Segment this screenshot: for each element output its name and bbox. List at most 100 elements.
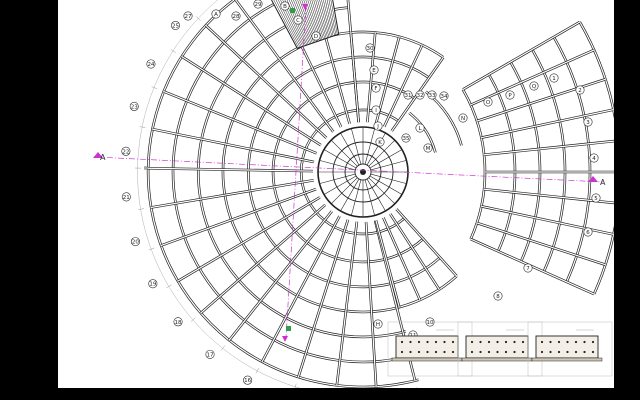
grid-bubble: 4 — [589, 153, 599, 163]
section-arrow-top — [302, 4, 308, 10]
detail-rebar — [470, 340, 474, 344]
detail-rebar — [540, 350, 544, 354]
grid-bubble: 30 — [365, 43, 375, 53]
grid-bubble-label: 18 — [175, 320, 182, 326]
detail-section — [457, 321, 543, 377]
grid-bubble-label: 30 — [367, 46, 374, 52]
hatch-line — [321, 0, 331, 38]
grid-bubble-label: 23 — [131, 104, 138, 110]
dim-tick — [166, 284, 172, 288]
drawing-sheet: 27A2829BCD30EFG2625242322212019181716151… — [58, 0, 614, 388]
detail-rebar — [496, 350, 499, 354]
detail-rebar — [513, 340, 516, 344]
hatch-line — [319, 0, 330, 38]
detail-rebar — [574, 340, 578, 344]
grid-bubble-circle — [183, 11, 193, 21]
grid-bubble-circle — [591, 193, 601, 203]
dim-tick — [294, 383, 297, 388]
left-arc — [171, 0, 413, 364]
grid-bubble-label: L — [418, 126, 422, 132]
grid-bubble: C — [293, 15, 303, 25]
hatch-line — [330, 0, 338, 35]
grid-bubble: 22 — [121, 146, 131, 156]
left-radial-beam-inner — [150, 179, 314, 209]
grid-bubble-label: Q — [532, 84, 537, 90]
grid-bubble: 21 — [121, 192, 131, 202]
grid-bubble: 8 — [493, 291, 503, 301]
grid-bubble-label: I — [375, 108, 377, 114]
section-label-a-right: A — [600, 178, 606, 187]
grid-bubble-circle — [371, 83, 381, 93]
grid-bubble-label: 22 — [122, 149, 129, 155]
upper-radial-beam-inner — [383, 44, 423, 127]
detail-rebar — [557, 350, 561, 354]
grid-bubble-label: O — [486, 100, 491, 106]
detail-footing — [531, 357, 603, 362]
section-line-a — [95, 156, 604, 183]
hatch-line — [309, 0, 323, 40]
detail-rebar — [504, 350, 508, 354]
dimension-lines — [135, 0, 418, 388]
grid-bubble-circle — [369, 65, 379, 75]
hatch-line — [295, 0, 313, 44]
grid-bubble-circle — [146, 59, 156, 69]
beam-grid — [144, 0, 614, 388]
grid-bubble-circle — [253, 0, 263, 9]
detail-rebar — [479, 350, 482, 354]
detail-rebar — [521, 340, 525, 344]
detail-rebar — [566, 350, 569, 354]
grid-bubble: 6 — [583, 227, 593, 237]
grid-bubble: F — [371, 83, 381, 93]
left-radial-beam-inner — [152, 128, 315, 163]
left-radial-beam-inner — [200, 204, 326, 314]
dim-tick — [190, 317, 196, 322]
detail-sections — [387, 321, 613, 377]
center-spoke — [364, 179, 375, 216]
section-lines — [93, 4, 604, 342]
detail-rebar — [583, 340, 586, 344]
grid-bubble-label: 29 — [255, 2, 262, 8]
center-spoke — [351, 179, 362, 216]
left-radial-beam-inner — [228, 210, 333, 341]
grid-bubble-circle — [205, 349, 215, 359]
grid-bubble-label: 17 — [207, 352, 214, 358]
grid-bubble: 25 — [170, 20, 180, 30]
lower-radial-beam-inner — [375, 220, 400, 308]
grid-bubble-circle — [121, 146, 131, 156]
lower-radial-beam-inner — [389, 213, 440, 290]
grid-bubble-label: M — [426, 146, 431, 152]
right-arc-inner — [553, 36, 591, 283]
lower-arc-inner — [386, 238, 424, 260]
grid-bubble-label: 6 — [586, 230, 590, 236]
detail-rebar — [426, 340, 429, 344]
detail-rebar — [417, 340, 421, 344]
hatch-line — [307, 0, 321, 41]
grid-bubble-label: J — [376, 124, 379, 130]
grid-bubble-label: 5 — [594, 196, 598, 202]
grid-bubble-circle — [130, 237, 140, 247]
hatch-line — [275, 0, 301, 48]
grid-bubble-label: 34 — [441, 94, 448, 100]
grid-bubble: 23 — [129, 101, 139, 111]
grid-bubble-label: 8 — [496, 294, 500, 300]
detail-rebar — [540, 340, 544, 344]
dim-arc — [137, 0, 301, 388]
grid-bubble-label: 25 — [172, 23, 179, 29]
grid-bubble: I — [371, 105, 381, 115]
detail-section — [527, 321, 613, 377]
detail-beam-section — [465, 335, 529, 359]
left-arc-inner — [147, 0, 419, 388]
left-radial-beam-inner — [365, 221, 377, 387]
left-radial-beam-inner — [205, 24, 327, 139]
grid-bubble: 24 — [146, 59, 156, 69]
section-arrow-left — [93, 152, 103, 158]
grid-bubble-circle — [148, 279, 158, 289]
grid-bubble-label: P — [508, 93, 512, 99]
section-label-a-left: A — [100, 153, 106, 162]
grid-bubble-label: 35 — [403, 136, 410, 142]
grid-bubble-circle — [415, 90, 425, 100]
left-radial-beam-inner — [234, 0, 334, 133]
detail-rebar — [443, 340, 446, 344]
grid-bubble: 3 — [583, 117, 593, 127]
grid-bubble-label: E — [372, 68, 376, 74]
